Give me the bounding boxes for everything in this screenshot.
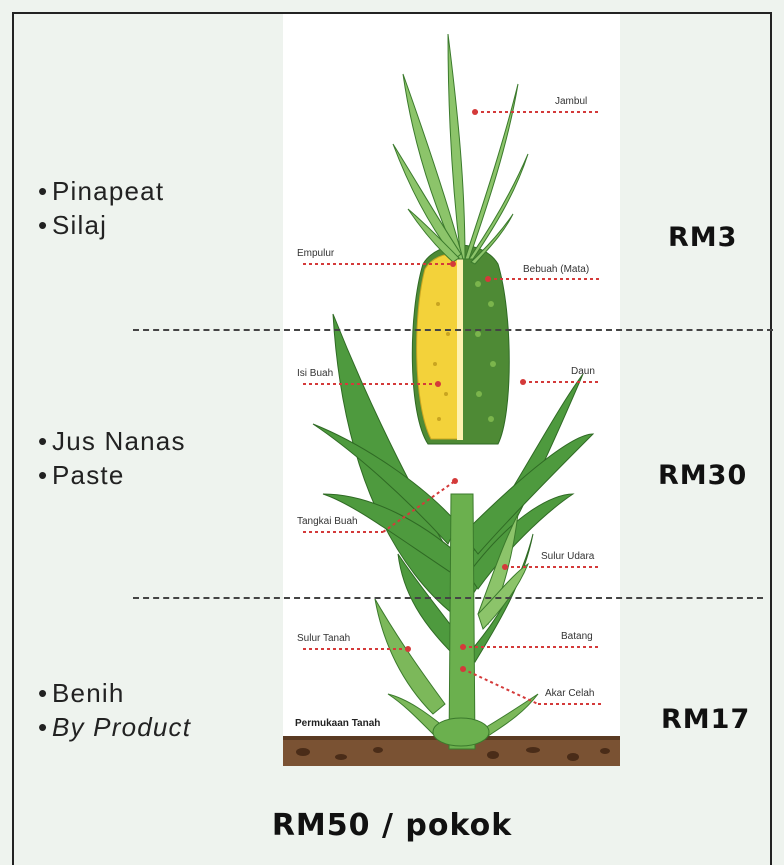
- list-item: •Silaj: [38, 208, 164, 242]
- label-empulur: Empulur: [297, 248, 335, 259]
- divider-bottom: [133, 597, 763, 599]
- list-bottom-products: •Benih •By Product: [38, 676, 191, 744]
- divider-top: [133, 329, 773, 331]
- total-price: RM50 / pokok: [0, 808, 784, 843]
- list-item: •Benih: [38, 676, 191, 710]
- pineapple-crown: [393, 34, 528, 264]
- label-jambul: Jambul: [555, 96, 587, 107]
- plant-diagram-panel: Jambul Empulur Bebuah (Mata) Isi Buah Da…: [283, 14, 620, 766]
- label-sulur-udara: Sulur Udara: [541, 551, 595, 562]
- label-akar-celah: Akar Celah: [545, 688, 594, 699]
- list-top-products: •Pinapeat •Silaj: [38, 174, 164, 242]
- list-item: •Paste: [38, 458, 186, 492]
- pineapple-plant-diagram: Jambul Empulur Bebuah (Mata) Isi Buah Da…: [283, 14, 620, 766]
- list-item: •By Product: [38, 710, 191, 744]
- pineapple-fruit: [412, 245, 509, 444]
- list-item: •Jus Nanas: [38, 424, 186, 458]
- label-isi-buah: Isi Buah: [297, 368, 333, 379]
- label-batang: Batang: [561, 631, 593, 642]
- price-middle: RM30: [658, 460, 747, 491]
- label-tangkai-buah: Tangkai Buah: [297, 516, 358, 527]
- label-permukaan-tanah: Permukaan Tanah: [295, 718, 380, 729]
- list-middle-products: •Jus Nanas •Paste: [38, 424, 186, 492]
- label-daun: Daun: [571, 366, 595, 377]
- label-sulur-tanah: Sulur Tanah: [297, 633, 350, 644]
- stem: [449, 494, 475, 749]
- list-item: •Pinapeat: [38, 174, 164, 208]
- price-bottom: RM17: [661, 704, 750, 735]
- price-top: RM3: [668, 222, 737, 253]
- label-bebuah: Bebuah (Mata): [523, 264, 589, 275]
